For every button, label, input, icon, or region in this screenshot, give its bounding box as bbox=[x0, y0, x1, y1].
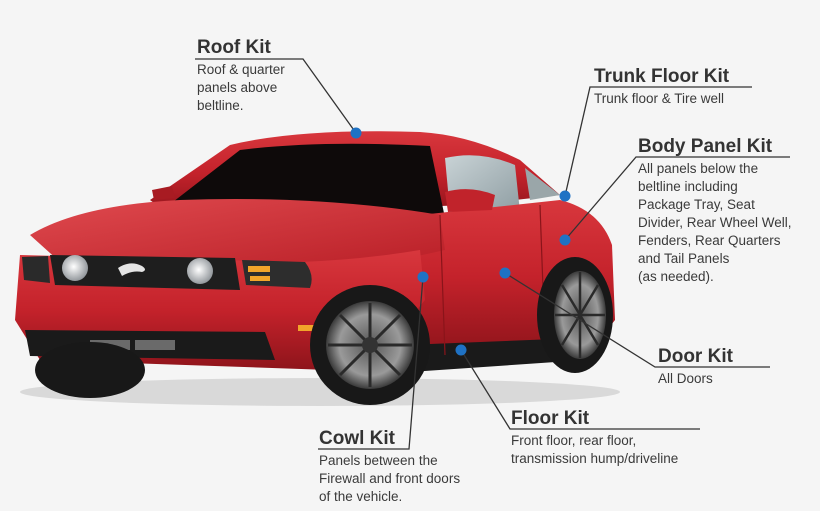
roof-kit-desc: Roof & quarter panels above beltline. bbox=[197, 62, 285, 113]
headlight-right bbox=[242, 260, 312, 288]
hood bbox=[30, 199, 445, 270]
body-panel-kit-title: Body Panel Kit bbox=[638, 136, 773, 157]
quarter-window bbox=[525, 168, 560, 200]
door-kit-desc: All Doors bbox=[658, 371, 713, 386]
cowl-kit-callout: Cowl Kit Panels between the Firewall and… bbox=[319, 428, 460, 506]
front-left-tire bbox=[35, 342, 145, 398]
floor-kit-title: Floor Kit bbox=[511, 408, 590, 429]
headlight-left bbox=[22, 256, 50, 283]
trunk-floor-kit-marker[interactable] bbox=[559, 190, 571, 202]
turn-signal bbox=[248, 266, 270, 272]
floor-kit-callout: Floor Kit Front floor, rear floor, trans… bbox=[511, 408, 678, 468]
trunk-floor-kit-title: Trunk Floor Kit bbox=[594, 66, 730, 87]
door-kit-title: Door Kit bbox=[658, 346, 733, 367]
roof-kit-title: Roof Kit bbox=[197, 37, 271, 58]
body-panel-kit-marker[interactable] bbox=[559, 234, 571, 246]
door-kit-callout: Door Kit All Doors bbox=[658, 346, 733, 388]
side-mirror bbox=[445, 189, 495, 212]
cowl-kit-desc: Panels between the Firewall and front do… bbox=[319, 453, 461, 504]
fog-lamp-right bbox=[187, 258, 213, 284]
cowl-kit-title: Cowl Kit bbox=[319, 428, 395, 449]
fog-lamp-left bbox=[62, 255, 88, 281]
side-marker bbox=[298, 325, 323, 331]
floor-kit-desc: Front floor, rear floor, transmission hu… bbox=[511, 433, 679, 466]
roof-kit-marker[interactable] bbox=[350, 127, 362, 139]
trunk-floor-kit-desc: Trunk floor & Tire well bbox=[594, 91, 725, 106]
trunk-floor-kit-callout: Trunk Floor Kit Trunk floor & Tire well bbox=[594, 66, 729, 108]
cowl-kit-marker[interactable] bbox=[417, 271, 429, 283]
body-panel-kit-desc: All panels below the beltline including … bbox=[638, 161, 792, 284]
body-panel-kit-callout: Body Panel Kit All panels below the belt… bbox=[638, 136, 792, 286]
roof-kit-callout: Roof Kit Roof & quarter panels above bel… bbox=[197, 37, 285, 115]
pony-emblem bbox=[118, 263, 145, 276]
floor-kit-marker[interactable] bbox=[455, 344, 467, 356]
door-kit-marker[interactable] bbox=[499, 267, 511, 279]
